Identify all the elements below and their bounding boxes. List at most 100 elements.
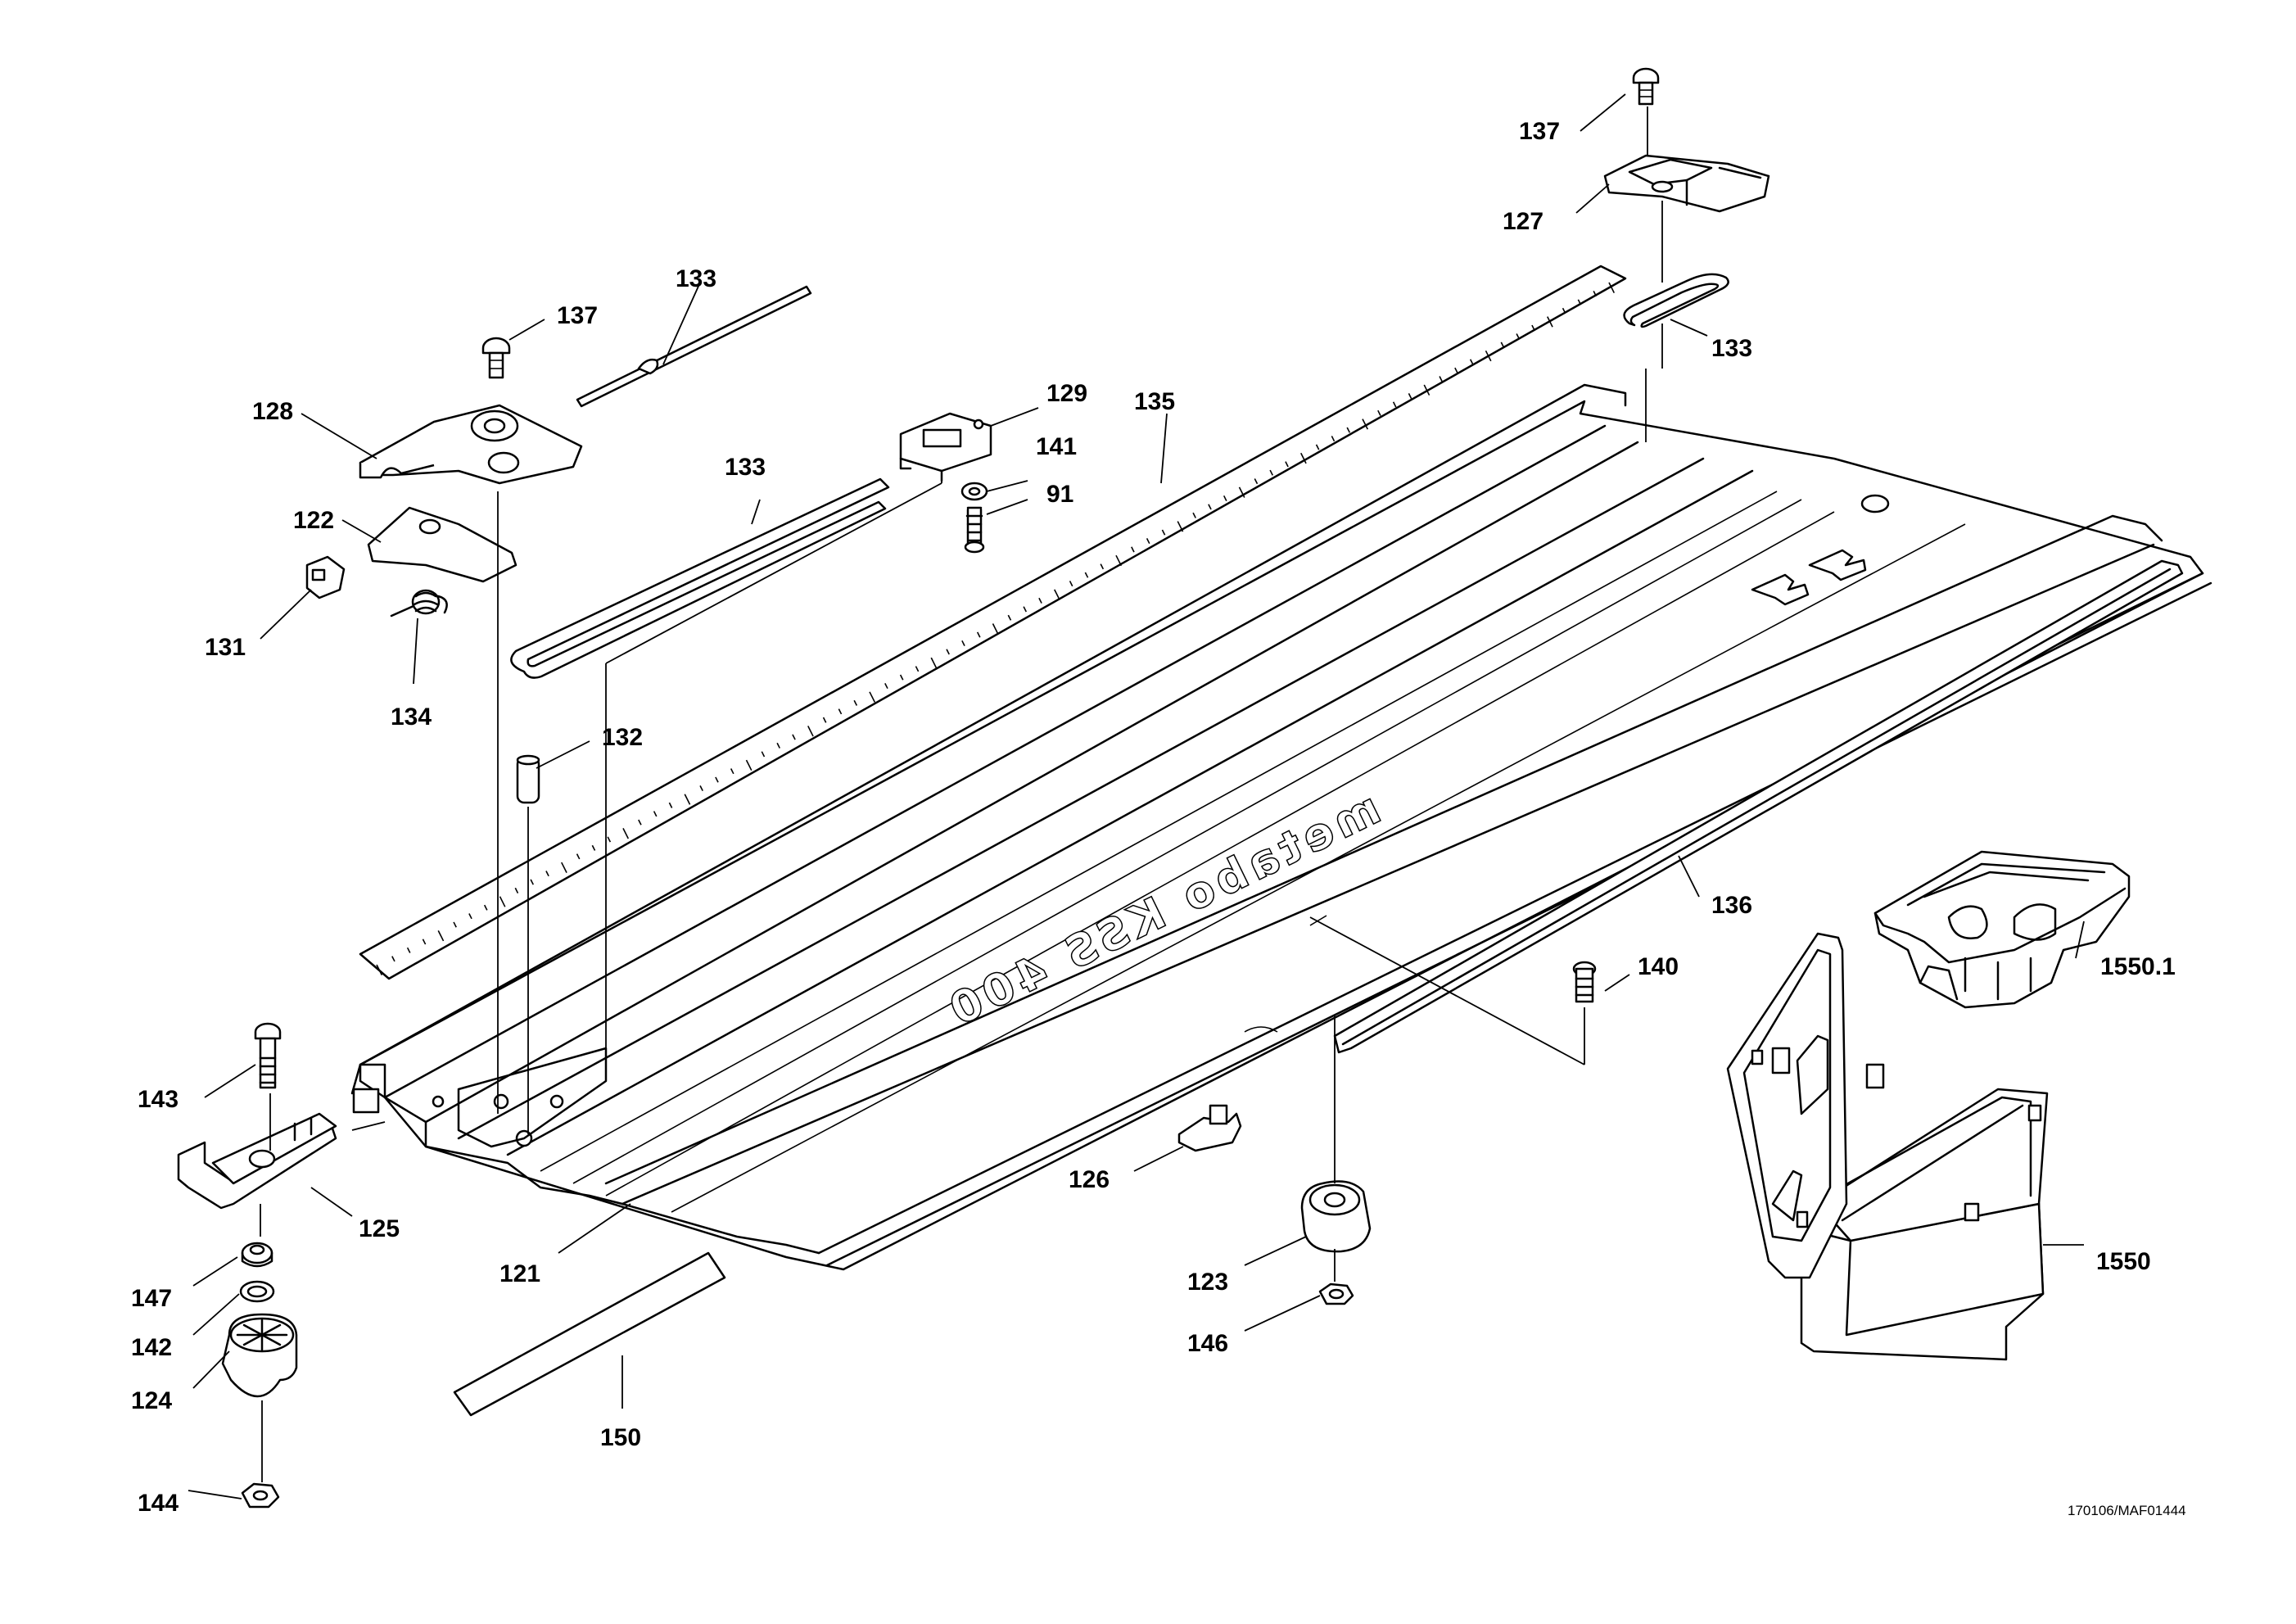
label-137-left: 137 [557,302,598,329]
scale-tick [992,623,999,635]
scale-tick [514,887,519,893]
scale-tick [576,853,581,860]
scale-tick [591,844,596,851]
scale-tick [792,734,796,740]
label-135: 135 [1134,388,1175,415]
scale-tick [1516,333,1520,340]
scale-tick [730,768,734,775]
reference-code: 170106/MAF01444 [2068,1503,2186,1518]
label-132: 132 [602,724,643,751]
label-140: 140 [1638,953,1679,980]
label-128: 128 [252,398,293,425]
scale-tick [1315,444,1320,450]
scale-tick [1054,589,1060,600]
scale-tick [1254,478,1259,485]
washer-141 [960,482,988,501]
scale-tick [761,751,766,758]
scale-tick [930,657,938,669]
scale-tick [422,939,427,945]
plate-122 [367,506,518,583]
clamp-125 [177,1112,337,1210]
label-121: 121 [499,1260,540,1287]
label-122: 122 [293,507,334,534]
scale-tick [1285,461,1289,468]
scale-tick [622,828,630,839]
ring-142 [239,1280,275,1303]
scale-tick [1547,316,1553,328]
scale-tick [899,674,904,681]
case-1550 [1726,932,2049,1361]
scale-tick [745,759,753,771]
insert-tray-1550-1 [1873,850,2131,1009]
scale-tick [1223,495,1227,501]
scale-tick [1146,538,1150,545]
label-137-right: 137 [1519,118,1560,145]
scale-tick [483,904,488,911]
scale-tick [376,964,383,975]
screw-137-right [1632,67,1660,106]
scale-tick [1562,307,1566,314]
scale-tick [1269,469,1273,476]
screw-137-left [481,337,511,379]
scale-tick [1408,393,1412,400]
scale-tick [1069,581,1073,587]
scale-tick [1593,291,1598,297]
screw-91 [964,506,985,554]
scale-tick [668,802,673,808]
scale-tick [1423,384,1430,396]
label-126: 126 [1069,1166,1110,1193]
label-129: 129 [1046,380,1087,407]
scale-tick [1439,376,1443,382]
scale-tick [1531,324,1535,331]
scale-tick [468,913,472,920]
scale-tick [1346,427,1351,433]
scale-tick [437,930,445,942]
clip-133-right [1623,273,1729,328]
label-133-top: 133 [676,265,716,292]
label-125: 125 [359,1215,400,1242]
scale-tick [976,631,981,638]
bracket-127 [1603,154,1770,213]
scale-tick [1100,563,1105,570]
scale-tick [1038,597,1042,604]
scale-tick [884,683,888,690]
scale-tick [1007,614,1012,621]
knob-124 [221,1313,298,1398]
scale-ticks [376,282,1616,975]
scale-tick [1392,401,1397,408]
slider-126 [1177,1104,1242,1152]
label-133-right: 133 [1711,335,1752,362]
scale-tick [545,871,549,877]
scale-tick [1331,436,1336,442]
pin-132 [516,754,540,804]
label-131: 131 [205,634,246,661]
guide-rail-121: metabo KSS 400 [350,383,2212,1271]
part-labels: 137 127 133 133 133 137 128 129 135 141 … [131,118,2176,1517]
scale-tick [869,691,876,703]
scale-tick [776,742,780,749]
block-129 [899,412,992,482]
label-146: 146 [1187,1330,1228,1357]
scale-tick [1300,452,1307,464]
scale-tick [838,708,843,715]
scale-tick [1469,359,1474,365]
rod-133-top [576,285,812,408]
scale-tick [822,717,827,723]
scale-tick [807,726,814,737]
knob-123 [1300,1180,1372,1253]
scale-strip-135 [359,265,1627,980]
leader-lines [188,93,2085,1500]
scale-tick [638,819,642,826]
label-133-mid: 133 [725,454,766,481]
clip-131 [305,555,346,599]
scale-tick [1161,529,1166,536]
scale-tick [406,947,411,953]
scale-tick [715,776,719,783]
scale-tick [1177,521,1184,532]
label-124: 124 [131,1387,172,1414]
rod-133-mid [510,477,890,679]
scale-tick [607,836,612,843]
nut-146 [1318,1282,1354,1305]
label-127: 127 [1503,208,1543,235]
